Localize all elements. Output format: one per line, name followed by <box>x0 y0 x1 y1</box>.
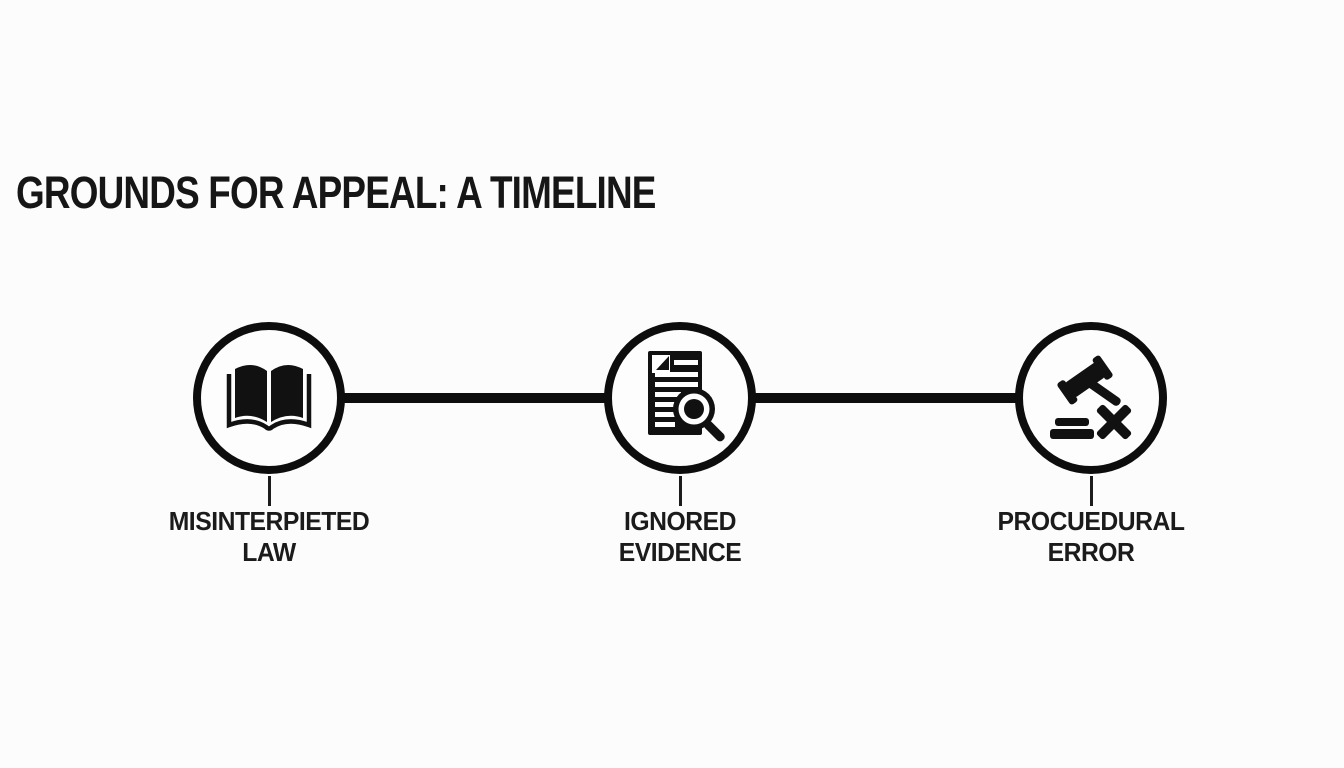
timeline-node-ignored-evidence <box>604 322 756 474</box>
node-label-ignored-evidence: IGNORED EVIDENCE <box>528 506 832 568</box>
node-label-line2: ERROR <box>1047 537 1135 567</box>
node-label-line2: LAW <box>242 537 296 567</box>
gavel-x-icon <box>1043 350 1139 446</box>
timeline-tick-2 <box>679 476 682 506</box>
timeline-tick-3 <box>1090 476 1093 506</box>
timeline-node-procedural-error <box>1015 322 1167 474</box>
node-label-line1: IGNORED <box>624 506 736 536</box>
node-label-procedural-error: PROCUEDURAL ERROR <box>939 506 1243 568</box>
timeline-connector-1 <box>340 393 608 403</box>
page-title: GROUNDS FOR APPEAL: A TIMELINE <box>16 167 656 218</box>
timeline-connector-2 <box>751 393 1019 403</box>
timeline-node-misinterpreted-law <box>193 322 345 474</box>
document-search-icon <box>632 345 728 451</box>
open-book-icon <box>221 359 317 437</box>
timeline-tick-1 <box>268 476 271 506</box>
node-label-line2: EVIDENCE <box>618 537 742 567</box>
node-label-line1: PROCUEDURAL <box>997 506 1185 536</box>
node-label-misinterpreted-law: MISINTERPIETED LAW <box>117 506 421 568</box>
node-label-line1: MISINTERPIETED <box>168 506 370 536</box>
